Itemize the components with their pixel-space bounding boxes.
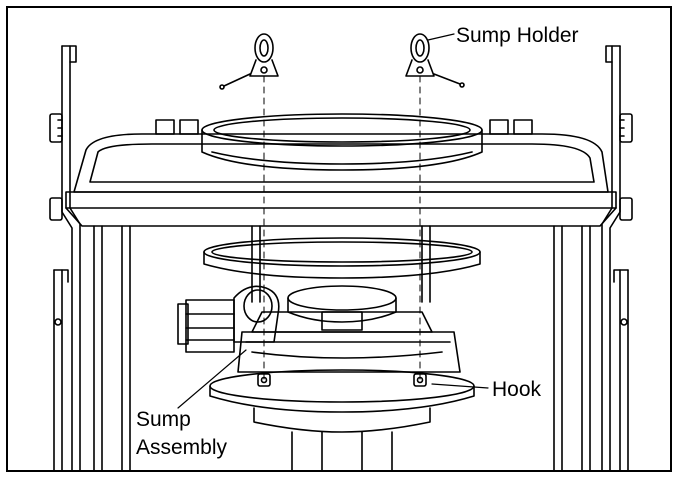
pump-motor xyxy=(177,285,280,353)
hook-label: Hook xyxy=(492,378,542,401)
diagram-frame: Sump Holder Hook Sump Assembly xyxy=(6,6,672,472)
sump-gasket-ring xyxy=(203,237,481,279)
tub-cover xyxy=(65,113,617,227)
right-frame-bracket xyxy=(601,45,633,470)
sump-assembly xyxy=(209,285,475,470)
hook-leader xyxy=(431,383,489,389)
sump-assembly-leader xyxy=(177,349,247,409)
alignment-guides xyxy=(263,75,421,383)
sump-holder-left xyxy=(219,33,279,90)
leader-lines xyxy=(177,33,489,409)
washer-sump-exploded-view xyxy=(49,33,633,470)
sump-assembly-label-line1: Sump xyxy=(136,408,191,431)
left-frame-bracket xyxy=(49,45,81,470)
sump-holder-leader xyxy=(427,33,455,41)
sump-holder-right xyxy=(405,33,465,88)
sump-assembly-label-line2: Assembly xyxy=(136,436,228,459)
sump-holder-label: Sump Holder xyxy=(456,24,579,47)
